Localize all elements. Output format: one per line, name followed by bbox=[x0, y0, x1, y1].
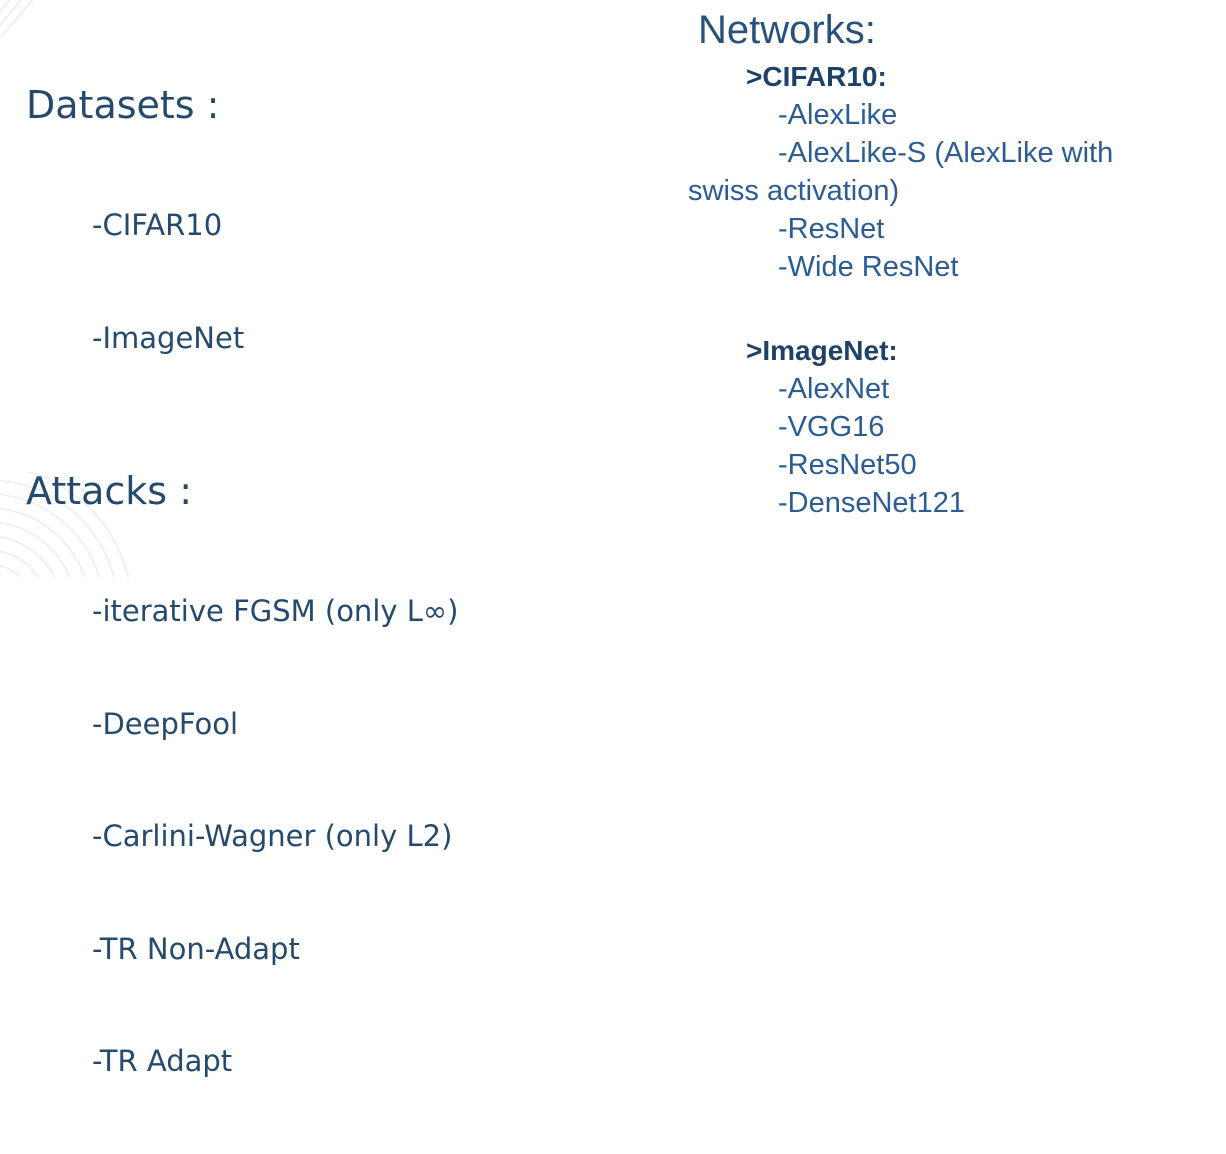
left-column: Datasets : -CIFAR10 -ImageNet Attacks : … bbox=[26, 82, 626, 1154]
network-item: -Wide ResNet bbox=[778, 251, 959, 283]
attack-item: -TR Adapt bbox=[92, 1044, 233, 1078]
network-item: -AlexLike bbox=[778, 99, 898, 131]
networks-heading: Networks: bbox=[698, 8, 876, 52]
attacks-heading: Attacks : bbox=[26, 469, 192, 513]
network-item: -VGG16 bbox=[778, 411, 885, 443]
networks-imagenet-list: -AlexNet -VGG16 -ResNet50 -DenseNet121 bbox=[688, 370, 1220, 522]
network-item: -ResNet50 bbox=[778, 449, 917, 481]
network-item: -AlexNet bbox=[778, 373, 890, 405]
network-item: -AlexLike-S (AlexLike with swiss activat… bbox=[688, 137, 1114, 207]
networks-imagenet-subheading: >ImageNet: bbox=[746, 335, 898, 366]
network-item: -ResNet bbox=[778, 213, 885, 245]
datasets-heading: Datasets : bbox=[26, 83, 220, 127]
corner-decoration-top-left-icon bbox=[0, 0, 34, 37]
networks-cifar10-subheading: >CIFAR10: bbox=[746, 61, 887, 92]
dataset-item: -ImageNet bbox=[92, 320, 245, 355]
attack-item: -DeepFool bbox=[92, 706, 239, 741]
network-item: -DenseNet121 bbox=[778, 487, 965, 519]
attacks-list: -iterative FGSM (only L∞) -DeepFool -Car… bbox=[92, 518, 626, 1154]
networks-cifar10-list: -AlexLike -AlexLike-S (AlexLike with swi… bbox=[688, 96, 1220, 286]
attack-item: -TR Non-Adapt bbox=[92, 931, 300, 966]
attack-item: -Carlini-Wagner (only L2) bbox=[92, 819, 453, 853]
dataset-item: -CIFAR10 bbox=[92, 208, 223, 242]
datasets-list: -CIFAR10 -ImageNet bbox=[92, 132, 626, 432]
right-column: Networks: >CIFAR10: -AlexLike -AlexLike-… bbox=[688, 6, 1220, 522]
slide: { "page": { "background": "#ffffff" }, "… bbox=[0, 0, 1220, 1078]
attack-item: -iterative FGSM (only L∞) bbox=[92, 594, 459, 628]
